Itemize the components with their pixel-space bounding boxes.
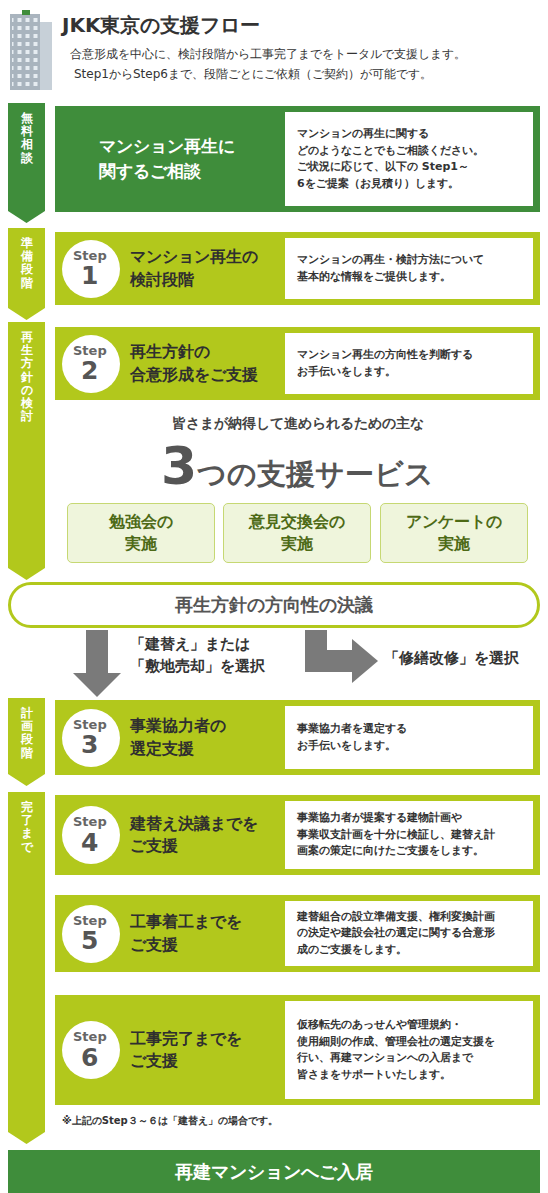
step-box: Step3事業協力者の 選定支援事業協力者を選定する お手伝いをします。	[55, 700, 540, 775]
building-icon	[10, 10, 52, 90]
step-word: Step	[73, 249, 109, 263]
service-text: 勉強会の 実施	[108, 511, 174, 554]
step-circle: Step1	[62, 240, 120, 298]
consult-box: マンション再生に 関するご相談 マンションの再生に関する どのようなことでもご相談…	[55, 106, 540, 212]
stage-label: 計画段階	[21, 707, 33, 786]
band-box: 再生方針の検討	[8, 322, 45, 580]
band-box: 完了まで	[8, 792, 45, 1144]
description-box: マンションの再生・検討方法について 基本的な情報をご提供します。	[285, 238, 533, 299]
stage-label: 完了まで	[21, 801, 33, 1144]
connector-arrow	[73, 630, 121, 697]
step-heading-area: 再生方針の 合意形成をご支援	[130, 327, 282, 400]
step-heading-area: 建替え決議までを ご支援	[130, 795, 282, 875]
description-text: マンション再生の方向性を判断する お手伝いをします。	[297, 347, 475, 380]
note-label: 合意形成を中心に、検討段階から工事完了までをトータルで支援します。	[70, 48, 466, 61]
service-box: 勉強会の 実施	[67, 503, 215, 563]
step-heading-area: 事業協力者の 選定支援	[130, 700, 282, 775]
step-heading: 再生方針の 合意形成をご支援	[130, 341, 260, 386]
step-number: 3	[81, 732, 101, 757]
description-box: マンションの再生に関する どのようなことでもご相談ください。 ご状況に応じて、以…	[285, 112, 533, 206]
step-number: 4	[81, 830, 101, 855]
final-text: 再建マンションへご入居	[174, 1160, 374, 1184]
band-box: 無料相談	[8, 103, 45, 223]
note-label: Step1からStep6まで、段階ごとにご依頼（ご契約）が可能です。	[74, 68, 432, 81]
edge-label: 「建替え」または 「敷地売却」を選択	[130, 634, 267, 678]
description-box: 建替組合の設立準備支援、権利変換計画 の決定や建設会社の選定に関する合意形 成の…	[285, 901, 533, 966]
note-label: ※上記のStep３～６は「建替え」の場合です。	[62, 1115, 278, 1126]
description-box: マンション再生の方向性を判断する お手伝いをします。	[285, 333, 533, 394]
step-word: Step	[73, 815, 109, 829]
repair-branch-arrow	[316, 630, 378, 683]
pill-box: 再生方針の方向性の決議	[8, 582, 540, 628]
step-word: Step	[73, 344, 109, 358]
step-number: 6	[81, 1045, 101, 1070]
step-word: Step	[73, 914, 109, 928]
step-number: 5	[81, 928, 101, 953]
description-text: 仮移転先のあっせんや管理規約・ 使用細則の作成、管理会社の選定支援を 行い、再建…	[297, 1017, 497, 1083]
services-heading: 3つの支援サービス	[55, 438, 540, 495]
band-box: 準備段階	[8, 228, 45, 320]
step-box: Step5工事着工までを ご支援建替組合の設立準備支援、権利変換計画 の決定や建…	[55, 895, 540, 972]
step-heading: 建替え決議までを ご支援	[130, 813, 260, 858]
step-circle: Step3	[62, 709, 120, 767]
note-label: つの支援サービス	[197, 459, 434, 491]
description-text: マンションの再生・検討方法について 基本的な情報をご提供します。	[297, 252, 486, 285]
step-heading: 工事着工までを ご支援	[130, 911, 244, 956]
description-box: 仮移転先のあっせんや管理規約・ 使用細則の作成、管理会社の選定支援を 行い、再建…	[285, 1001, 533, 1099]
step-word: Step	[73, 718, 109, 732]
consult-heading: マンション再生に 関するご相談	[99, 134, 237, 183]
note-label: 「修繕改修」を選択	[384, 650, 519, 667]
step-circle: Step6	[62, 1021, 120, 1079]
step-heading-area: 工事着工までを ご支援	[130, 895, 282, 972]
service-text: アンケートの 実施	[405, 511, 503, 554]
step-box: Step1マンション再生の 検討段階マンションの再生・検討方法について 基本的な…	[55, 232, 540, 305]
description-text: マンションの再生に関する どのようなことでもご相談ください。 ご状況に応じて、以…	[297, 126, 508, 192]
band-box: 計画段階	[8, 698, 45, 786]
description-text: 事業協力者が提案する建物計画や 事業収支計画を十分に検証し、建替え計 画案の策定…	[297, 810, 497, 860]
description-box: 事業協力者が提案する建物計画や 事業収支計画を十分に検証し、建替え計 画案の策定…	[285, 801, 533, 869]
step-heading-area: マンション再生の 検討段階	[130, 232, 282, 305]
decision-text: 再生方針の方向性の決議	[174, 593, 374, 617]
service-box: アンケートの 実施	[380, 503, 528, 563]
description-box: 事業協力者を選定する お手伝いをします。	[285, 706, 533, 769]
step-heading: 事業協力者の 選定支援	[130, 715, 228, 760]
step-box: Step2再生方針の 合意形成をご支援マンション再生の方向性を判断する お手伝い…	[55, 327, 540, 400]
step-circle: Step5	[62, 905, 120, 963]
description-text: 事業協力者を選定する お手伝いをします。	[297, 721, 409, 754]
step-number: 2	[81, 358, 101, 383]
service-text: 意見交換会の 実施	[248, 511, 346, 554]
stage-label: 再生方針の検討	[21, 331, 33, 580]
description-text: 建替組合の設立準備支援、権利変換計画 の決定や建設会社の選定に関する合意形 成の…	[297, 909, 497, 959]
step-heading-area: 工事完了までを ご支援	[130, 995, 282, 1105]
step-circle: Step2	[62, 335, 120, 393]
step-box: Step6工事完了までを ご支援仮移転先のあっせんや管理規約・ 使用細則の作成、…	[55, 995, 540, 1105]
step-heading: マンション再生の 検討段階	[130, 246, 260, 291]
step-number: 1	[81, 263, 101, 288]
note-label: 皆さまが納得して進められるための主な	[55, 416, 540, 431]
arrow-head	[73, 673, 121, 697]
step-circle: Step4	[62, 806, 120, 864]
step-box: Step4建替え決議までを ご支援事業協力者が提案する建物計画や 事業収支計画を…	[55, 795, 540, 875]
stage-label: 無料相談	[21, 112, 33, 223]
service-box: 意見交換会の 実施	[223, 503, 371, 563]
consult-heading-area: マンション再生に 関するご相談	[55, 106, 280, 212]
step-word: Step	[73, 1030, 109, 1044]
arrow-shaft	[86, 630, 108, 674]
stage-label: 準備段階	[21, 237, 33, 320]
note-label: 3	[161, 438, 197, 495]
diagram-title: JKK東京の支援フロー	[62, 12, 260, 39]
bar-box: 再建マンションへご入居	[8, 1150, 540, 1193]
step-heading: 工事完了までを ご支援	[130, 1028, 244, 1073]
